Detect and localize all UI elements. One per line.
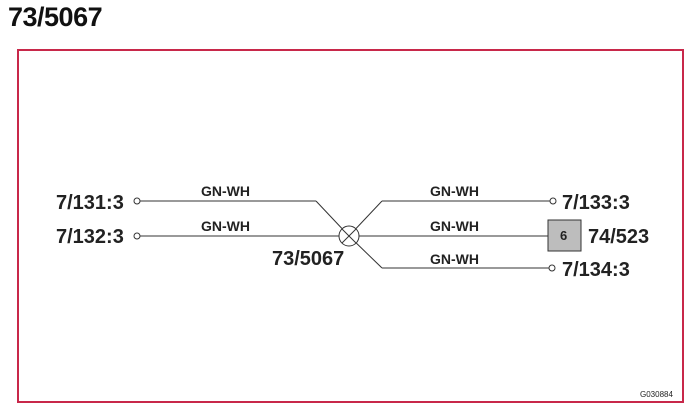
terminal-dot-right-3 [548,264,556,272]
terminal-label-right-3: 7/134:3 [562,259,630,281]
terminal-label-left-1: 7/131:3 [56,192,124,214]
terminal-dot-right-1 [549,197,557,205]
page-title: 73/5067 [8,2,103,32]
splice-icon [338,225,360,247]
terminal-label-right-1: 7/133:3 [562,192,630,214]
terminal-label-right-2: 74/523 [588,226,649,248]
wire-color-right-1: GN-WH [430,183,479,199]
wire-color-left-1: GN-WH [201,183,250,199]
wire-color-right-3: GN-WH [430,251,479,267]
wire-color-right-2: GN-WH [430,218,479,234]
diagram-frame [17,49,684,403]
connector-box-icon [547,219,582,252]
splice-label: 73/5067 [272,248,344,270]
terminal-dot-left-2 [133,232,141,240]
terminal-label-left-2: 7/132:3 [56,226,124,248]
connector-box-number: 6 [560,228,567,243]
terminal-dot-left-1 [133,197,141,205]
figure-code: G030884 [640,390,673,399]
wire-color-left-2: GN-WH [201,218,250,234]
